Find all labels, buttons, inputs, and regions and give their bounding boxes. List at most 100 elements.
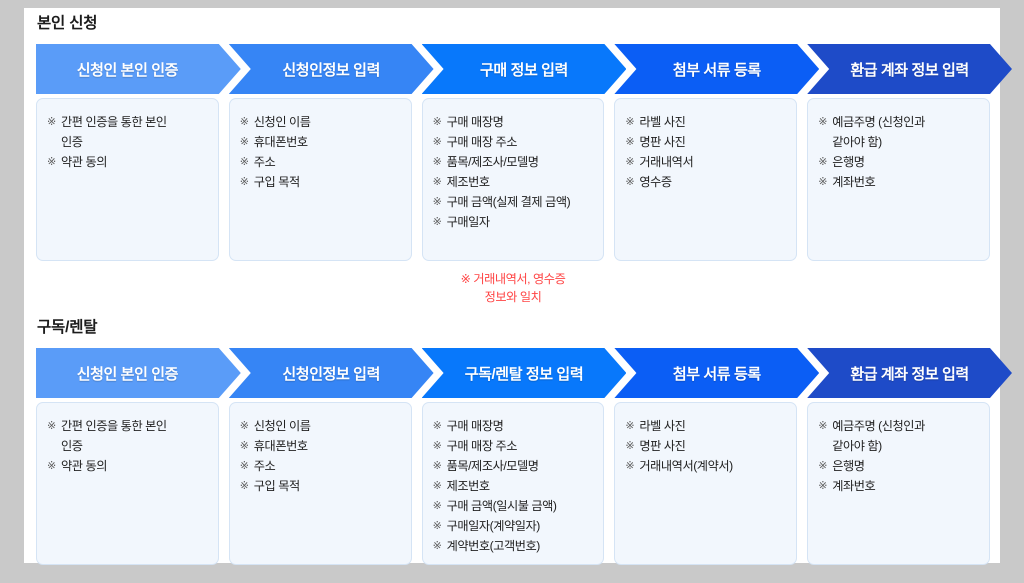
reference-mark-icon: ※ <box>432 196 442 208</box>
list-item-text: 구입 목적 <box>253 479 300 493</box>
requirement-list: ※구매 매장명※구매 매장 주소※품목/제조사/모델명※제조번호※구매 금액(일… <box>433 416 594 556</box>
list-item: ※휴대폰번호 <box>240 436 401 456</box>
list-item-text: 거래내역서(계약서) <box>639 459 733 473</box>
list-item-text: 구매 금액(일시불 금액) <box>446 499 557 513</box>
flow-step-label: 첨부 서류 등록 <box>672 61 761 79</box>
reference-mark-icon: ※ <box>432 520 442 532</box>
list-item: ※ 구매일자(계약일자) <box>433 516 594 536</box>
requirement-list: ※간편 인증을 통한 본인 인증※약관 동의 <box>47 112 208 172</box>
reference-mark-icon: ※ <box>239 156 249 168</box>
list-item: ※은행명 <box>818 152 979 172</box>
list-item-text: 계좌번호 <box>832 175 876 189</box>
list-item: ※휴대폰번호 <box>240 132 401 152</box>
reference-mark-icon: ※ <box>818 116 827 128</box>
requirement-list: ※간편 인증을 통한 본인 인증※약관 동의 <box>47 416 208 476</box>
list-item: ※구매 금액(일시불 금액) <box>433 496 594 516</box>
flow-step-header-2[interactable]: 신청인정보 입력 <box>229 348 434 398</box>
flow-step-label: 신청인정보 입력 <box>282 365 380 383</box>
list-item-text: 구매 매장명 <box>446 419 504 433</box>
reference-mark-icon: ※ <box>818 420 827 432</box>
list-item: ※간편 인증을 통한 본인 인증 <box>47 112 208 152</box>
reference-mark-icon: ※ <box>432 116 442 128</box>
list-item: ※ 영수증 <box>625 172 786 192</box>
list-item-text: 영수증 <box>639 175 672 189</box>
flow-step-label: 구매 정보 입력 <box>480 61 568 79</box>
flow-step-header-5[interactable]: 환급 계좌 정보 입력 <box>807 44 1012 94</box>
reference-mark-icon: ※ <box>625 116 635 128</box>
list-item: ※구입 목적 <box>240 476 401 496</box>
list-item-text: 구매 매장 주소 <box>446 135 518 149</box>
reference-mark-icon: ※ <box>625 176 635 188</box>
list-item-text: 구매 매장 주소 <box>446 439 518 453</box>
list-item-text: 구매일자 <box>446 215 491 229</box>
flow-step-header-2[interactable]: 신청인정보 입력 <box>229 44 434 94</box>
list-item-text: 주소 <box>253 155 276 169</box>
flow-step-header-3[interactable]: 구독/렌탈 정보 입력 <box>422 348 627 398</box>
list-item-text: 제조번호 <box>446 175 491 189</box>
flow-step-header-1[interactable]: 신청인 본인 인증 <box>36 44 241 94</box>
list-item-text: 거래내역서 <box>639 155 694 169</box>
list-item-text: 구매 매장명 <box>446 115 504 129</box>
list-item-text: 은행명 <box>832 459 865 473</box>
list-item: ※거래내역서(계약서) <box>625 456 786 476</box>
requirement-list: ※ 신청인 이름 ※휴대폰번호 ※ 주소 ※구입 목적 <box>240 112 401 192</box>
list-item-text: 구매 금액(실제 결제 금액) <box>446 195 571 209</box>
list-item: ※라벨 사진 <box>625 416 786 436</box>
reference-mark-icon: ※ <box>432 136 442 148</box>
list-item: ※명판 사진 <box>625 436 786 456</box>
flow-step-header-5[interactable]: 환급 계좌 정보 입력 <box>807 348 1012 398</box>
list-item-text: 신청인 이름 <box>253 419 311 433</box>
list-item-text: 명판 사진 <box>639 135 686 149</box>
list-item: ※구매 매장 주소 <box>433 436 594 456</box>
flow-step-label: 신청인 본인 인증 <box>76 365 179 383</box>
warning-note: ※ 거래내역서, 영수증 정보와 일치 <box>460 272 566 304</box>
list-item: ※구입 목적 <box>240 172 401 192</box>
flow-step-header-4[interactable]: 첨부 서류 등록 <box>614 44 819 94</box>
list-item: ※제조번호 <box>433 172 594 192</box>
list-item: ※ 품목/제조사/모델명 <box>433 152 594 172</box>
reference-mark-icon: ※ <box>625 156 635 168</box>
list-item-text: 구매일자(계약일자) <box>446 519 541 533</box>
requirement-list: ※예금주명 (신청인과 같아야 함)※은행명※계좌번호 <box>818 112 979 192</box>
flow-step-header-4[interactable]: 첨부 서류 등록 <box>614 348 819 398</box>
reference-mark-icon: ※ <box>239 116 249 128</box>
flow-step-header-3[interactable]: 구매 정보 입력 <box>422 44 627 94</box>
reference-mark-icon: ※ <box>432 216 442 228</box>
flow-step-label: 구독/렌탈 정보 입력 <box>464 365 584 383</box>
reference-mark-icon: ※ <box>47 116 56 128</box>
list-item-text: 계약번호(고객번호) <box>446 539 541 553</box>
list-item: ※ 주소 <box>240 152 401 172</box>
flow-step-label: 신청인 본인 인증 <box>76 61 179 79</box>
flow-step-header-1[interactable]: 신청인 본인 인증 <box>36 348 241 398</box>
reference-mark-icon: ※ <box>432 460 442 472</box>
list-item: ※간편 인증을 통한 본인 인증 <box>47 416 208 456</box>
list-item: ※약관 동의 <box>47 456 208 476</box>
reference-mark-icon: ※ <box>625 420 635 432</box>
reference-mark-icon: ※ <box>432 156 442 168</box>
reference-mark-icon: ※ <box>625 440 635 452</box>
list-item-text: 예금주명 (신청인과 같아야 함) <box>832 419 925 453</box>
reference-mark-icon: ※ <box>239 440 249 452</box>
requirement-list: ※라벨 사진※명판 사진※거래내역서※영수증 <box>625 112 786 192</box>
reference-mark-icon: ※ <box>47 420 56 432</box>
list-item-text: 구입 목적 <box>253 175 300 189</box>
step-detail-card-3: ※구매 매장명※구매 매장 주소※품목/제조사/모델명※제조번호※구매 금액(일… <box>421 402 605 565</box>
step-detail-card-2: ※ 신청인 이름 ※휴대폰번호 ※ 주소 ※구입 목적 <box>228 98 412 261</box>
flow-step-label: 신청인정보 입력 <box>282 61 380 79</box>
reference-mark-icon: ※ <box>47 156 56 168</box>
list-item-text: 품목/제조사/모델명 <box>446 155 539 169</box>
reference-mark-icon: ※ <box>432 420 442 432</box>
requirement-list: ※라벨 사진※명판 사진※거래내역서(계약서) <box>625 416 786 476</box>
step-detail-card-3: ※구매 매장명※구매 매장 주소※품목/제조사/모델명※제조번호※구매 금액(실… <box>421 98 605 261</box>
requirement-list: ※예금주명 (신청인과 같아야 함)※은행명※계좌번호 <box>818 416 979 496</box>
reference-mark-icon: ※ <box>818 156 827 168</box>
list-item-text: 품목/제조사/모델명 <box>446 459 539 473</box>
list-item: ※ 품목/제조사/모델명 <box>433 456 594 476</box>
requirement-list: ※구매 매장명※구매 매장 주소※품목/제조사/모델명※제조번호※구매 금액(실… <box>433 112 594 232</box>
list-item: ※ 구매 매장명 <box>433 112 594 132</box>
list-item-text: 신청인 이름 <box>253 115 311 129</box>
list-item: ※ 구매 금액(실제 결제 금액) <box>433 192 594 212</box>
